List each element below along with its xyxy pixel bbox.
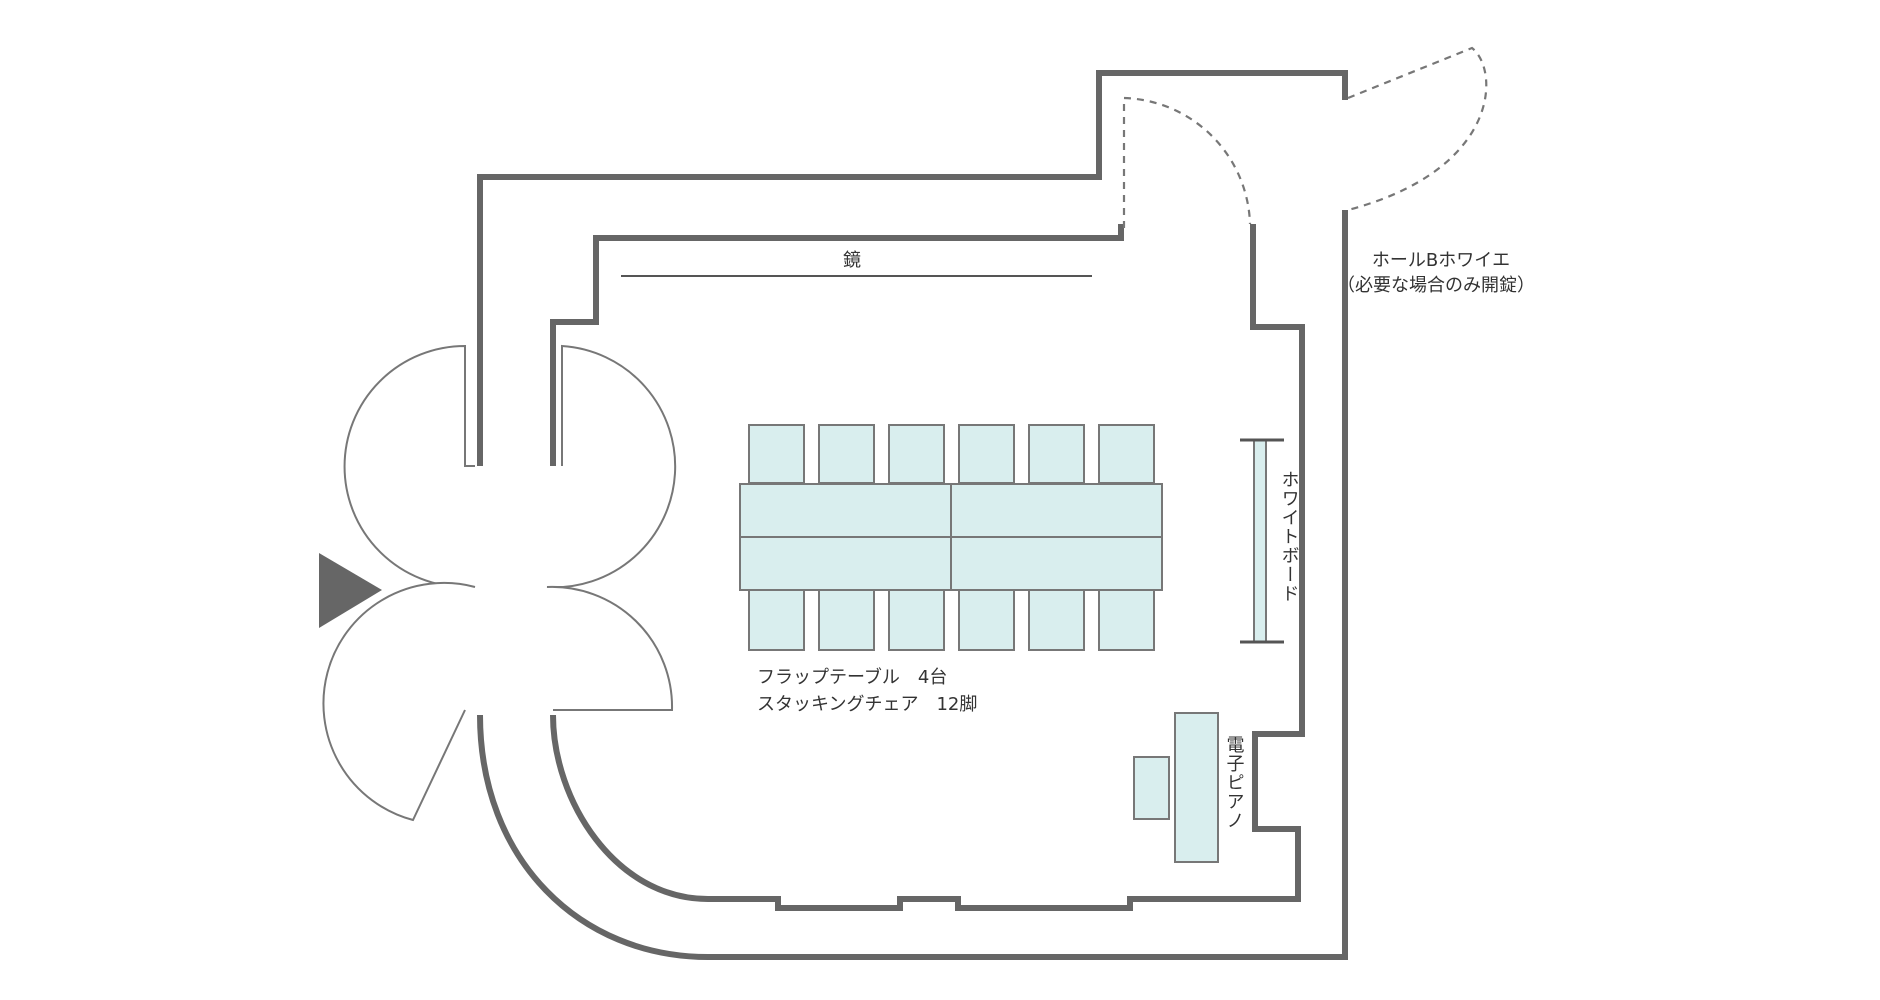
inner-wall (550, 224, 1305, 911)
chair (1098, 424, 1155, 484)
chair (888, 424, 945, 484)
chair (888, 589, 945, 651)
north-door-swing (1122, 96, 1252, 228)
chairs-top-row (748, 424, 1155, 484)
chairs-label: スタッキングチェア 12脚 (757, 694, 977, 715)
whiteboard-label: ホワイトボード (1279, 470, 1300, 603)
entrance-door-leaf-lower-right (546, 585, 674, 711)
tables-label: フラップテーブル 4台 (757, 666, 947, 688)
chair (1028, 424, 1085, 484)
electronic-piano (1133, 712, 1219, 863)
outer-wall (477, 70, 1348, 960)
chairs-bottom-row (748, 589, 1155, 651)
flap-table (950, 536, 1163, 591)
whiteboard-board (1253, 439, 1267, 643)
flap-table (739, 536, 952, 591)
chair (1028, 589, 1085, 651)
entrance-arrow-icon (319, 553, 382, 628)
entrance-door-leaf-lower-left (322, 582, 476, 822)
entrance-door-leaf-upper-right (546, 344, 677, 589)
chair (958, 589, 1015, 651)
foyer-label-line2: （必要な場合のみ開錠） (1337, 275, 1535, 296)
piano-bench (1133, 756, 1170, 820)
entrance-door-leaf-upper-left (343, 344, 475, 588)
piano-body (1174, 712, 1219, 863)
piano-label: 電子ピアノ (1224, 735, 1245, 830)
flap-tables (739, 483, 1163, 591)
foyer-door-swing (1347, 46, 1488, 212)
chair (1098, 589, 1155, 651)
chair (818, 424, 875, 484)
chair (958, 424, 1015, 484)
chair (748, 589, 805, 651)
foyer-label-line1: ホールBホワイエ (1372, 250, 1510, 271)
mirror-label: 鏡 (843, 250, 861, 271)
flap-table (739, 483, 952, 538)
chair (818, 589, 875, 651)
whiteboard (1240, 438, 1284, 644)
chair (748, 424, 805, 484)
flap-table (950, 483, 1163, 538)
